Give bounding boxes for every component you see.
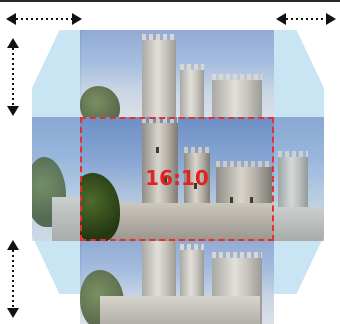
crop-frame bbox=[80, 117, 274, 241]
aspect-ratio-label: 16:10 bbox=[145, 166, 209, 190]
castle-photo-left-strip bbox=[32, 117, 82, 241]
castle-photo-crop-area bbox=[80, 117, 274, 241]
top-border-line bbox=[0, 0, 340, 2]
vertical-arrow-top-icon bbox=[7, 38, 19, 116]
castle-photo-right-strip bbox=[274, 117, 324, 241]
castle-photo-top-strip bbox=[80, 30, 274, 118]
horizontal-arrow-right-icon bbox=[276, 13, 336, 25]
vertical-arrow-bottom-icon bbox=[7, 240, 19, 318]
castle-photo-bottom-strip bbox=[80, 240, 274, 324]
horizontal-arrow-left-icon bbox=[6, 13, 82, 25]
